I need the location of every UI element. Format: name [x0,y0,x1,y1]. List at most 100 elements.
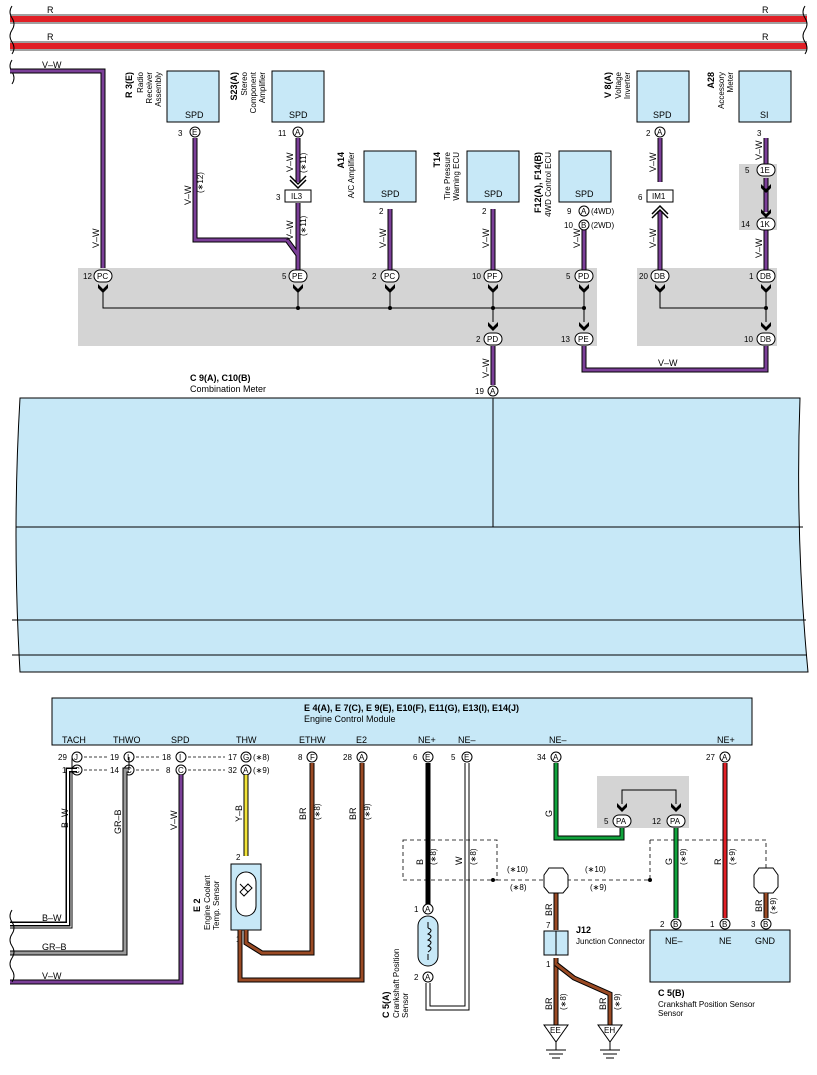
svg-text:A: A [295,128,301,137]
svg-text:PD: PD [487,335,498,344]
svg-text:12: 12 [652,817,661,826]
stereo-amplifier: SPD S23(A) StereoComponentAmplifier [229,70,325,123]
component-name: RadioReceiverAssembly [136,71,163,106]
svg-text:B–W: B–W [60,808,70,828]
svg-text:E: E [192,128,197,137]
bw-wire: B–W B–W [10,757,77,929]
svg-text:A: A [359,753,365,762]
svg-text:PD: PD [578,272,589,281]
svg-text:2: 2 [660,920,665,929]
svg-text:A: A [243,766,249,775]
wire-label: R [762,32,769,42]
svg-text:B: B [763,920,768,929]
svg-text:(∗11): (∗11) [299,152,308,173]
im1-connector: 6 IM1 [638,189,674,219]
svg-text:NE: NE [719,936,732,946]
svg-text:E 2: E 2 [192,898,202,912]
crank-sensor-a-wires: B (∗8) W (∗8) [415,763,478,1011]
signal-label: SPD [653,110,672,120]
svg-text:(∗8): (∗8) [429,848,438,865]
green-wire: G G (∗9) [544,763,688,918]
svg-text:PF: PF [487,272,497,281]
svg-text:(∗8): (∗8) [469,848,478,865]
red-wire-1: R R [10,5,807,24]
svg-text:(∗9): (∗9) [769,897,778,914]
svg-text:(∗9): (∗9) [679,848,688,865]
signal-label: SI [760,110,769,120]
component-code: T14 [432,152,442,168]
svg-text:8: 8 [298,753,303,762]
br-wire-j12: BR BR (∗8) BR (∗9) [544,893,622,1025]
svg-text:Junction Connector: Junction Connector [576,937,645,946]
svg-text:(∗9): (∗9) [613,993,622,1010]
svg-text:13: 13 [561,335,570,344]
accessory-meter: SI A28 AccessoryMeter [706,70,792,123]
svg-text:B: B [581,221,586,230]
svg-text:C 9(A), C10(B): C 9(A), C10(B) [190,373,251,383]
br-wires-ecm: BR (∗8) BR (∗9) [237,763,372,983]
svg-text:J12: J12 [576,925,591,935]
ground-eh: EH [597,1024,623,1059]
svg-text:6: 6 [413,753,418,762]
signal-label: SPD [289,110,308,120]
svg-text:V–W: V–W [91,228,101,248]
junction-connector-j12: 7 1 J12 Junction Connector [543,921,645,969]
svg-text:2: 2 [646,129,651,138]
svg-text:V–W: V–W [754,238,764,258]
component-name: StereoComponentAmplifier [240,71,267,113]
svg-text:19: 19 [110,753,119,762]
svg-text:V–W: V–W [658,358,678,368]
component-code: A28 [706,72,716,89]
svg-text:R: R [713,858,723,865]
svg-text:NE–: NE– [665,936,683,946]
br-gnd-wire: BR (∗9) [754,893,778,918]
svg-text:3: 3 [178,129,183,138]
svg-text:3: 3 [751,920,756,929]
ecm-pins: 29 J 1 C 19 I 14 C 18 I 8 C 17 G (∗8) 32… [58,751,731,776]
signal-label: SPD [484,189,503,199]
svg-text:BR: BR [754,899,764,912]
svg-text:TACH: TACH [62,735,86,745]
svg-text:IM1: IM1 [652,192,666,201]
svg-text:10: 10 [564,221,573,230]
break-mark-bottom [9,909,15,983]
svg-text:1: 1 [749,272,754,281]
svg-text:DB: DB [654,272,665,281]
svg-text:(∗8): (∗8) [559,993,568,1010]
svg-text:1: 1 [546,960,551,969]
svg-text:F: F [310,753,315,762]
wire-label: R [47,32,54,42]
svg-text:(∗8): (∗8) [313,803,322,820]
svg-text:Engine CoolantTemp. Sensor: Engine CoolantTemp. Sensor [203,875,221,930]
svg-text:Sensor: Sensor [658,1009,684,1018]
svg-text:Crankshaft PositionSensor: Crankshaft PositionSensor [392,949,410,1018]
engine-coolant-temp-sensor: 2 1 E 2 Engine CoolantTemp. Sensor [192,853,262,944]
svg-text:(∗8): (∗8) [510,883,527,892]
signal-label: SPD [381,189,400,199]
voltage-inverter: SPD V 8(A) VoltageInverter [603,70,690,123]
svg-text:3: 3 [757,129,762,138]
svg-text:A: A [722,753,728,762]
ground-ee: EE [543,1024,569,1059]
svg-text:A: A [425,973,431,982]
svg-text:V–W: V–W [481,228,491,248]
wire-label: R [762,5,769,15]
svg-text:(2WD): (2WD) [591,221,614,230]
svg-text:12: 12 [83,272,92,281]
svg-text:GR–B: GR–B [42,942,67,952]
svg-text:2: 2 [236,853,241,862]
svg-text:2: 2 [414,973,419,982]
svg-text:B: B [722,920,727,929]
wire-label: R [47,5,54,15]
vw-wire-left: V–W [10,60,106,272]
svg-text:DB: DB [760,335,771,344]
svg-text:17: 17 [228,753,237,762]
svg-text:(∗9): (∗9) [728,848,737,865]
svg-text:G: G [544,810,554,817]
svg-text:2: 2 [379,207,384,216]
svg-text:14: 14 [741,220,750,229]
svg-text:G: G [664,858,674,865]
svg-text:9: 9 [567,207,572,216]
vw-wires-top [192,138,769,385]
svg-text:28: 28 [343,753,352,762]
